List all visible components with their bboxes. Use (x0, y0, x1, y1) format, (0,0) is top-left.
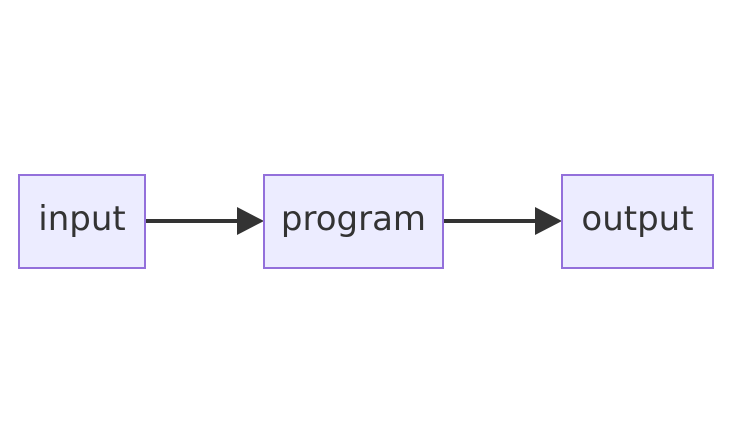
node-label: program (281, 199, 426, 239)
node-box (263, 174, 444, 269)
node-label: input (38, 199, 125, 239)
edge-input-to-program (146, 207, 264, 235)
edge-program-to-output (444, 207, 562, 235)
arrowhead-icon (237, 207, 264, 235)
node-label: output (581, 199, 693, 239)
node-box (18, 174, 146, 269)
arrowhead-icon (535, 207, 562, 235)
node-output[interactable]: output (561, 174, 714, 269)
node-input[interactable]: input (18, 174, 146, 269)
node-box (561, 174, 714, 269)
node-program[interactable]: program (263, 174, 444, 269)
